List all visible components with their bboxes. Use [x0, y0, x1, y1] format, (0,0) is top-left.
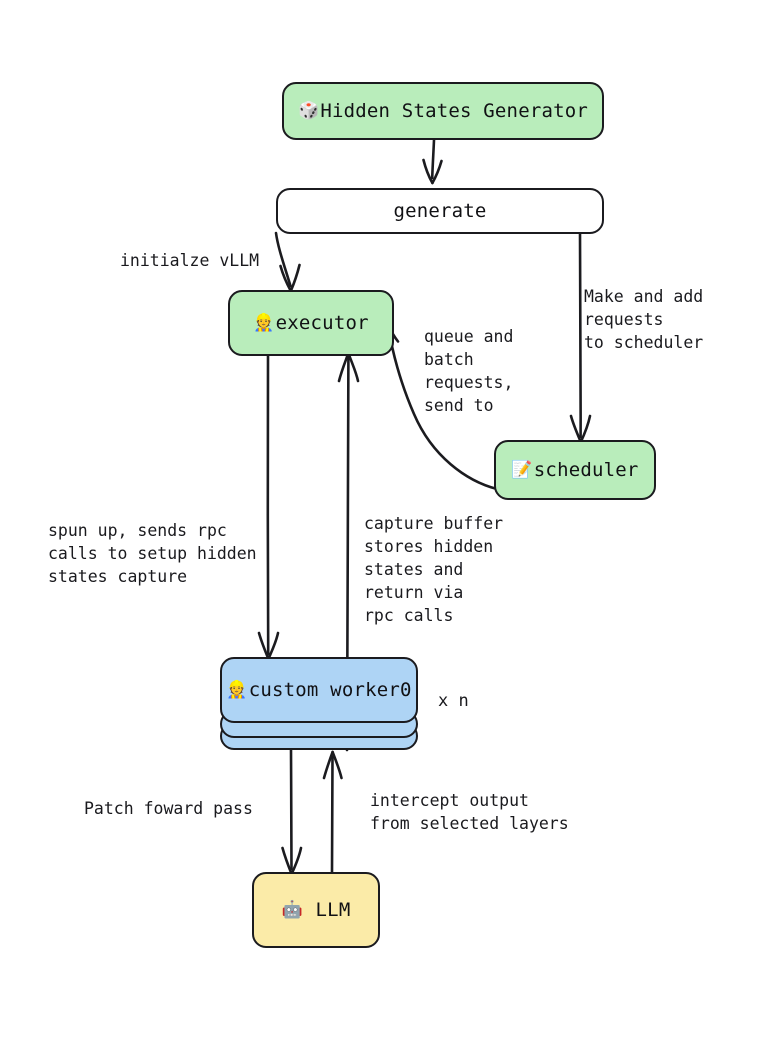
node-custom-worker0[interactable]: 👷custom worker0 — [220, 657, 418, 723]
game-die-icon: 🎲 — [297, 100, 320, 121]
node-generate[interactable]: generate — [276, 188, 604, 234]
edge-label-make-and-add-requests: Make and add requests to scheduler — [584, 287, 704, 352]
node-llm[interactable]: 🤖 LLM — [252, 872, 380, 948]
edge-label-intercept-output: intercept output from selected layers — [370, 791, 569, 833]
construction-worker-icon: 👷 — [253, 312, 275, 333]
arrow-generator-to-generate — [422, 138, 443, 185]
edge-label-queue-and-batch: queue and batch requests, send to — [424, 327, 514, 415]
node-scheduler[interactable]: 📝scheduler — [494, 440, 656, 500]
node-hidden-states-generator[interactable]: 🎲Hidden States Generator — [282, 82, 604, 140]
construction-worker-icon: 👷 — [226, 679, 248, 700]
arrow-executor-to-worker — [257, 354, 280, 661]
node-label-generate: generate — [393, 200, 487, 222]
edge-label-capture-buffer: capture buffer stores hidden states and … — [364, 514, 504, 625]
edge-label-patch-forward-pass: Patch foward pass — [84, 799, 253, 818]
robot-icon: 🤖 — [281, 899, 303, 920]
edge-label-spun-up-rpc: spun up, sends rpc calls to setup hidden… — [48, 521, 257, 586]
node-executor[interactable]: 👷executor — [228, 290, 394, 356]
annotation-worker-multiplier: x n — [438, 691, 469, 711]
node-label-llm: LLM — [315, 899, 351, 921]
node-label-custom-worker0: custom worker0 — [248, 679, 412, 701]
node-label-executor: executor — [275, 312, 369, 334]
node-label-scheduler: scheduler — [533, 459, 639, 481]
node-label-hidden-states-generator: Hidden States Generator — [320, 100, 589, 122]
arrow-worker-to-llm — [281, 748, 303, 876]
edge-label-initialize-vllm: initialze vLLM — [120, 251, 260, 270]
memo-icon: 📝 — [511, 459, 533, 480]
arrow-generate-to-executor — [274, 231, 301, 293]
arrow-llm-to-worker — [322, 750, 343, 874]
